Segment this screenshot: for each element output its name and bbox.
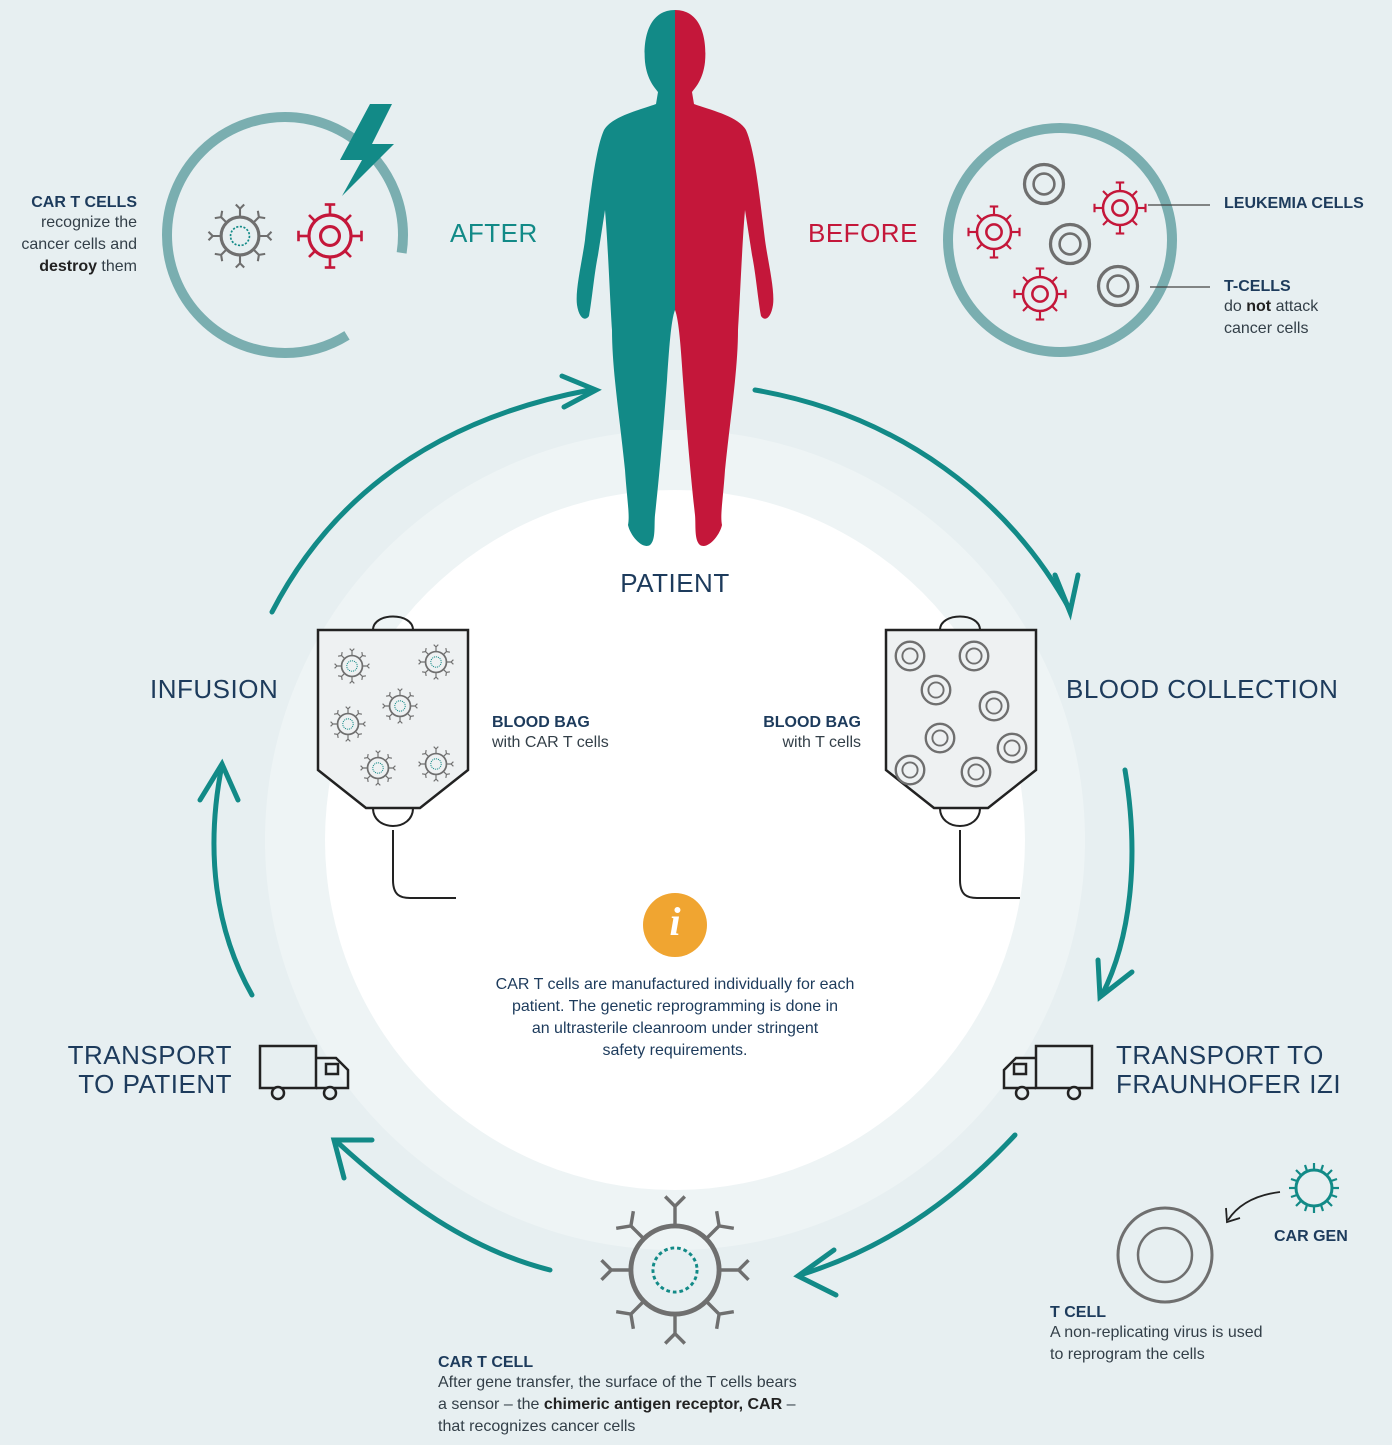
blood-collection-label: BLOOD COLLECTION — [1066, 674, 1339, 704]
bag-right-title: BLOOD BAG — [763, 714, 861, 731]
car-t-cell-large — [600, 1195, 750, 1345]
transport-to-izi-line1: TRANSPORT TO — [1116, 1040, 1324, 1070]
t-cells-line2: cancer cells — [1224, 320, 1309, 337]
car-t-cell-title: CAR T CELL — [438, 1354, 534, 1371]
t-cell-line1: A non-replicating virus is used — [1050, 1324, 1263, 1341]
before-circle — [943, 123, 1210, 357]
truck-icon — [258, 1044, 350, 1101]
t-cells-pre: do — [1224, 298, 1247, 315]
info-line3: an ultrasterile cleanroom under stringen… — [531, 1020, 819, 1037]
car-t-cells-title: CAR T CELLS — [31, 194, 137, 211]
infusion-label: INFUSION — [150, 674, 279, 704]
transport-to-patient-label: TRANSPORT TO PATIENT — [40, 1041, 232, 1099]
blood-bag-car-t — [316, 615, 470, 899]
t-cells-line1: do not attack — [1224, 296, 1384, 318]
info-line4: safety requirements. — [602, 1042, 748, 1059]
destroy-bold: destroy — [39, 258, 97, 275]
blood-bag-t-cells-note: BLOOD BAG with T cells — [700, 714, 861, 754]
transport-to-izi-label: TRANSPORT TO FRAUNHOFER IZI — [1116, 1041, 1341, 1099]
car-t-cell-line2: a sensor – the chimeric antigen receptor… — [438, 1394, 878, 1416]
car-t-cells-line1: recognize the — [40, 214, 137, 231]
before-heading: BEFORE — [808, 218, 918, 248]
t-cell-with-car-gene — [1116, 1163, 1339, 1304]
blood-bag-t-cells — [884, 615, 1038, 899]
info-icon — [643, 893, 707, 957]
info-line1: CAR T cells are manufactured individuall… — [495, 976, 855, 993]
car-t-cells-note: CAR T CELLS recognize the cancer cells a… — [0, 194, 137, 278]
car-t-cells-line3: destroy them — [0, 256, 137, 278]
car-bold: chimeric antigen receptor, CAR — [543, 1396, 783, 1413]
transport-to-patient-line1: TRANSPORT — [67, 1040, 232, 1070]
transport-to-izi-line2: FRAUNHOFER IZI — [1116, 1069, 1342, 1099]
car-gen-label: CAR GEN — [1274, 1228, 1348, 1245]
after-heading: AFTER — [450, 218, 538, 248]
t-cell-note: T CELL A non-replicating virus is used t… — [1050, 1304, 1350, 1366]
bag-left-subtitle: with CAR T cells — [492, 734, 609, 751]
car-t-cells-tail: them — [96, 258, 137, 275]
cycle-arrows — [197, 373, 1135, 1298]
car-t-cell-line2-post: – — [782, 1396, 796, 1413]
transport-to-patient-line2: TO PATIENT — [78, 1069, 232, 1099]
inner-white-circle — [325, 490, 1025, 1190]
info-text: CAR T cells are manufactured individuall… — [425, 974, 925, 1062]
t-cell-line2: to reprogram the cells — [1050, 1346, 1205, 1363]
car-t-cells-line2: cancer cells and — [21, 236, 137, 253]
bag-left-title: BLOOD BAG — [492, 714, 590, 731]
t-cells-note: T-CELLS do not attack cancer cells — [1224, 278, 1384, 340]
t-cells-title: T-CELLS — [1224, 278, 1291, 295]
not-bold: not — [1246, 298, 1272, 315]
info-line2: patient. The genetic reprogramming is do… — [511, 998, 839, 1015]
car-t-cell-line1: After gene transfer, the surface of the … — [438, 1374, 797, 1391]
truck-icon — [1002, 1044, 1094, 1101]
patient-label: PATIENT — [620, 568, 730, 598]
info-icon-glyph: i — [669, 899, 681, 944]
bag-right-subtitle: with T cells — [782, 734, 861, 751]
t-cell-title: T CELL — [1050, 1304, 1106, 1321]
after-circle — [162, 104, 408, 358]
t-cells-post: attack — [1271, 298, 1319, 315]
lightning-bolt-icon — [340, 104, 394, 196]
blood-bag-car-t-note: BLOOD BAG with CAR T cells — [492, 714, 609, 754]
leukemia-cells-label: LEUKEMIA CELLS — [1224, 195, 1364, 212]
car-t-cell-line3: that recognizes cancer cells — [438, 1418, 636, 1435]
car-t-cell-note: CAR T CELL After gene transfer, the surf… — [438, 1354, 878, 1438]
car-t-cell-line2-pre: a sensor – the — [438, 1396, 544, 1413]
